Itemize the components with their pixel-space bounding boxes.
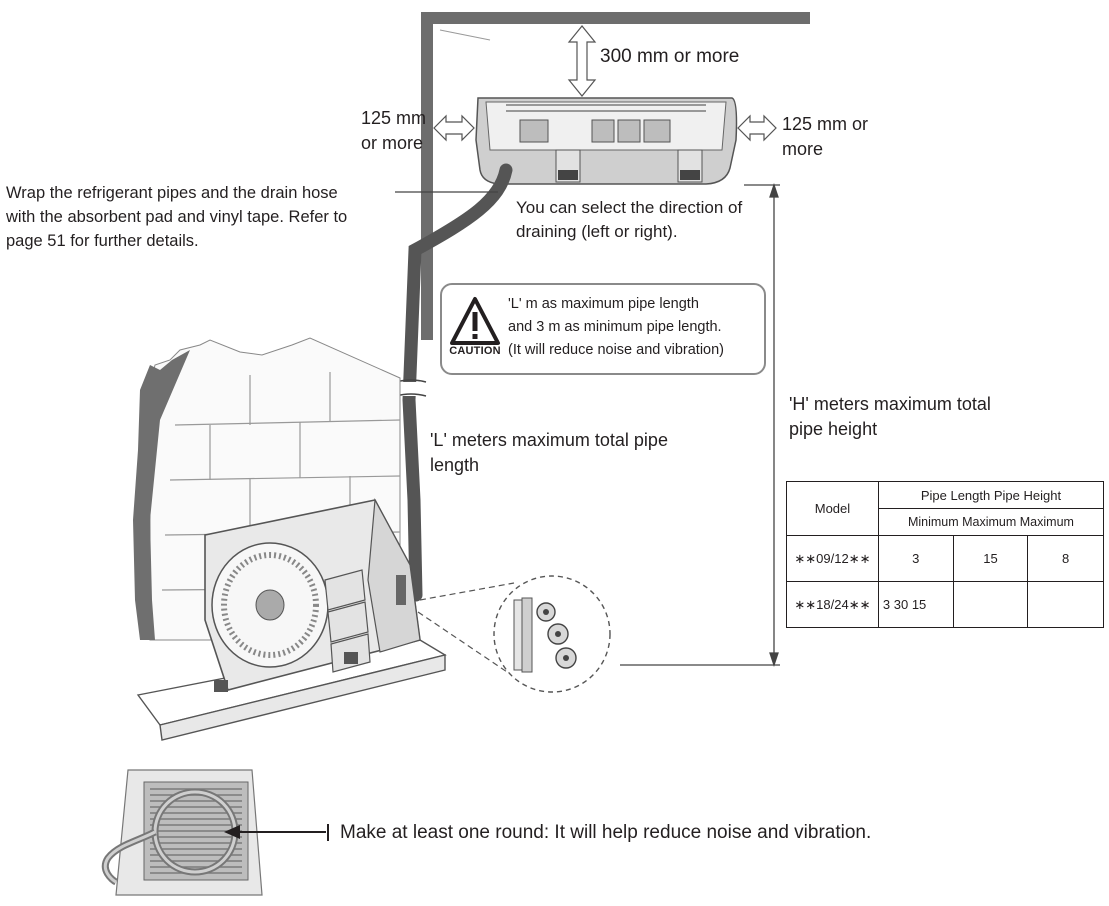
wrap-pipes-note: Wrap the refrigerant pipes and the drain…: [6, 184, 348, 250]
drain-direction-note: You can select the direction of draining…: [516, 198, 743, 241]
caution-box: CAUTION 'L' m as maximum pipe length and…: [440, 283, 766, 375]
max-height-cell: [1027, 581, 1104, 628]
table-row: ∗∗09/12∗∗ 3 15 8: [786, 535, 1104, 582]
max-height-cell: 8: [1027, 535, 1104, 582]
right-clearance-arrow: [737, 114, 777, 142]
indoor-unit: [475, 97, 738, 185]
top-clearance-label: 300 mm or more: [600, 46, 740, 67]
table-row: ∗∗18/24∗∗ 3 30 15: [786, 581, 1104, 628]
wall: [421, 12, 810, 340]
warning-triangle-icon: [450, 297, 500, 345]
height-dimension-line: [620, 182, 780, 668]
pipe-group-header: Pipe Length Pipe Height: [877, 481, 1105, 509]
outdoor-unit: [204, 497, 421, 692]
make-round-note: Make at least one round: It will help re…: [340, 822, 872, 843]
left-clearance-arrow: [433, 114, 475, 142]
pipe-height-label: 'H' meters maximum total pipe height: [789, 394, 991, 439]
pipe-spec-table: Model Pipe Length Pipe Height Minimum Ma…: [786, 481, 1105, 628]
model-header: Model: [786, 481, 879, 536]
top-clearance-arrow: [567, 25, 597, 97]
pipe-length-label: 'L' meters maximum total pipe length: [430, 430, 668, 475]
coiled-pipe-view: [101, 769, 329, 896]
min-length-cell: 3 30 15: [877, 581, 954, 628]
max-length-cell: [952, 581, 1029, 628]
caution-word: CAUTION: [449, 345, 501, 357]
left-clearance-label: 125 mm or more: [361, 108, 427, 153]
right-clearance-label: 125 mm or more: [782, 114, 869, 159]
valve-detail: [417, 575, 611, 693]
min-length-cell: 3: [877, 535, 954, 582]
model-cell: ∗∗18/24∗∗: [786, 581, 879, 628]
caution-text: 'L' m as maximum pipe length and 3 m as …: [508, 296, 724, 358]
model-cell: ∗∗09/12∗∗: [786, 535, 879, 582]
pipe-sub-header: Minimum Maximum Maximum: [877, 508, 1105, 536]
refrigerant-pipe: [395, 163, 513, 602]
max-length-cell: 15: [952, 535, 1029, 582]
